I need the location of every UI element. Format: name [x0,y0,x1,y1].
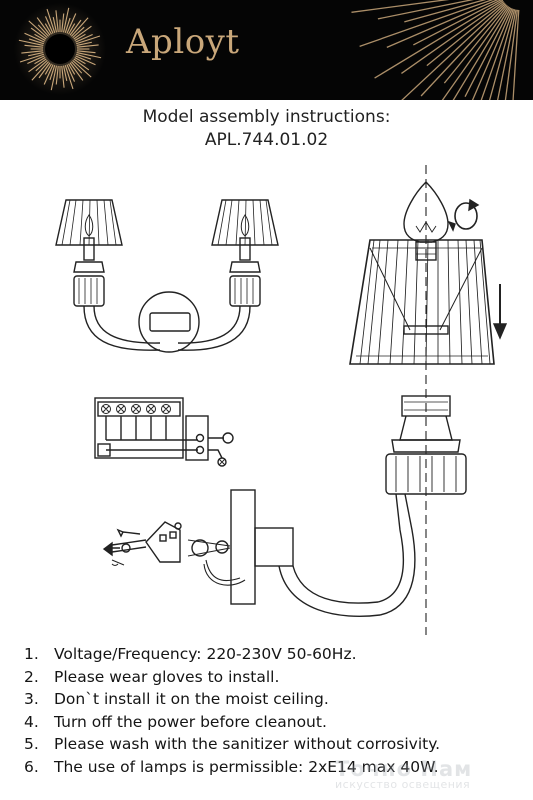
sun-ray [452,6,511,100]
sun-ray [64,64,74,90]
sun-ray [36,17,51,36]
sun-ray [75,35,101,45]
watermark-subtitle: искусство освещения [335,778,471,791]
sun-ray [28,20,48,39]
sun-ray [488,9,516,100]
sun-ray [44,16,54,34]
sun-ray [46,8,56,34]
sun-ray [75,55,96,66]
instruction-item: 1.Voltage/Frequency: 220-230V 50-60Hz. [24,645,357,663]
sun-ray [496,9,517,100]
sun-ray [66,13,77,34]
sun-ray [74,57,86,65]
sun-ray [61,13,65,33]
sunburst-logo-icon [14,0,520,100]
sun-ray [68,63,76,75]
instruction-item: 6.The use of lamps is permissible: 2xE14… [24,757,439,776]
sun-ray [443,5,508,84]
sun-ray [24,32,45,43]
instructions-list: 1.Voltage/Frequency: 220-230V 50-60Hz. 2… [24,643,440,779]
sun-ray [34,33,46,41]
sun-ray [480,8,514,100]
sun-ray [76,51,102,59]
sun-ray [44,63,52,75]
sun-ray [73,58,90,71]
sun-ray [386,0,499,48]
brand-name: Aployt [126,22,240,62]
sun-ray [70,17,89,37]
sun-ray [43,64,54,85]
instruction-item: 5.Please wash with the sanitizer without… [24,735,441,754]
sun-ray [24,44,44,48]
instruction-item: 4.Turn off the power before cleanout. [24,712,327,731]
sun-ray [69,62,84,81]
sun-ray [351,0,450,13]
sun-ray [50,65,58,91]
sun-ray [420,4,507,97]
sun-ray [76,44,99,48]
sun-ray [18,39,44,47]
sun-ray [28,51,44,57]
sun-ray [76,50,96,54]
model-number: APL.744.01.02 [204,130,329,150]
sun-ray [426,2,505,67]
sun-ray [76,41,92,47]
sun-ray [44,23,52,35]
instruction-item: 2.Please wear gloves to install. [24,667,280,686]
wiring-diagram [94,397,234,467]
sun-ray [441,5,510,100]
sun-ray [74,33,86,41]
sun-ray [27,55,45,65]
sun-ray [69,19,82,36]
sun-ray [72,59,92,78]
sun-ray [21,50,44,54]
sun-ray [52,17,58,33]
sun-ray [55,65,59,85]
sun-ray [62,65,68,81]
sun-ray [37,24,50,37]
sun-ray [413,0,503,46]
sun-ray [62,7,70,33]
sun-ray [64,17,71,34]
sun-ray [504,9,519,100]
sun-ray [374,0,504,79]
sun-ray [31,61,50,81]
sun-ray [512,9,520,100]
sun-ray [34,57,46,65]
sun-ray [359,0,494,48]
sun-ray [38,62,51,79]
sun-ray [70,61,83,74]
sun-ray [75,33,93,43]
sun-ray [55,10,59,33]
header-banner: Aployt [0,0,533,100]
wall-mount-drawing [102,489,416,618]
sun-ray [28,58,47,73]
sun-ray [28,38,45,45]
lamp-overview-drawing [55,199,279,353]
sun-ray [68,23,76,35]
sun-ray [61,65,65,88]
watermark: Точно Нам искусство освещения [335,757,472,791]
sun-ray [49,64,56,81]
sun-ray [66,64,76,82]
sun-ray [377,0,475,20]
watermark-title: Точно Нам [335,757,473,781]
sun-ray [35,59,48,72]
sun-ray [401,3,506,100]
sun-ray [401,0,505,74]
sun-ray [464,7,512,97]
page-title: Model assembly instructions: APL.744.01.… [0,106,533,152]
sun-ray [30,27,47,40]
sun-ray [73,25,92,40]
sun-ray [404,0,487,23]
instruction-item: 3.Don`t install it on the moist ceiling. [24,690,329,709]
sun-ray [471,8,513,100]
assembly-diagram [55,165,508,635]
sun-ray [19,53,45,63]
sun-ray [75,53,92,60]
sun-ray [72,26,85,39]
title-line-1: Model assembly instructions: [142,107,391,127]
lamp-detail-drawing [349,165,508,635]
